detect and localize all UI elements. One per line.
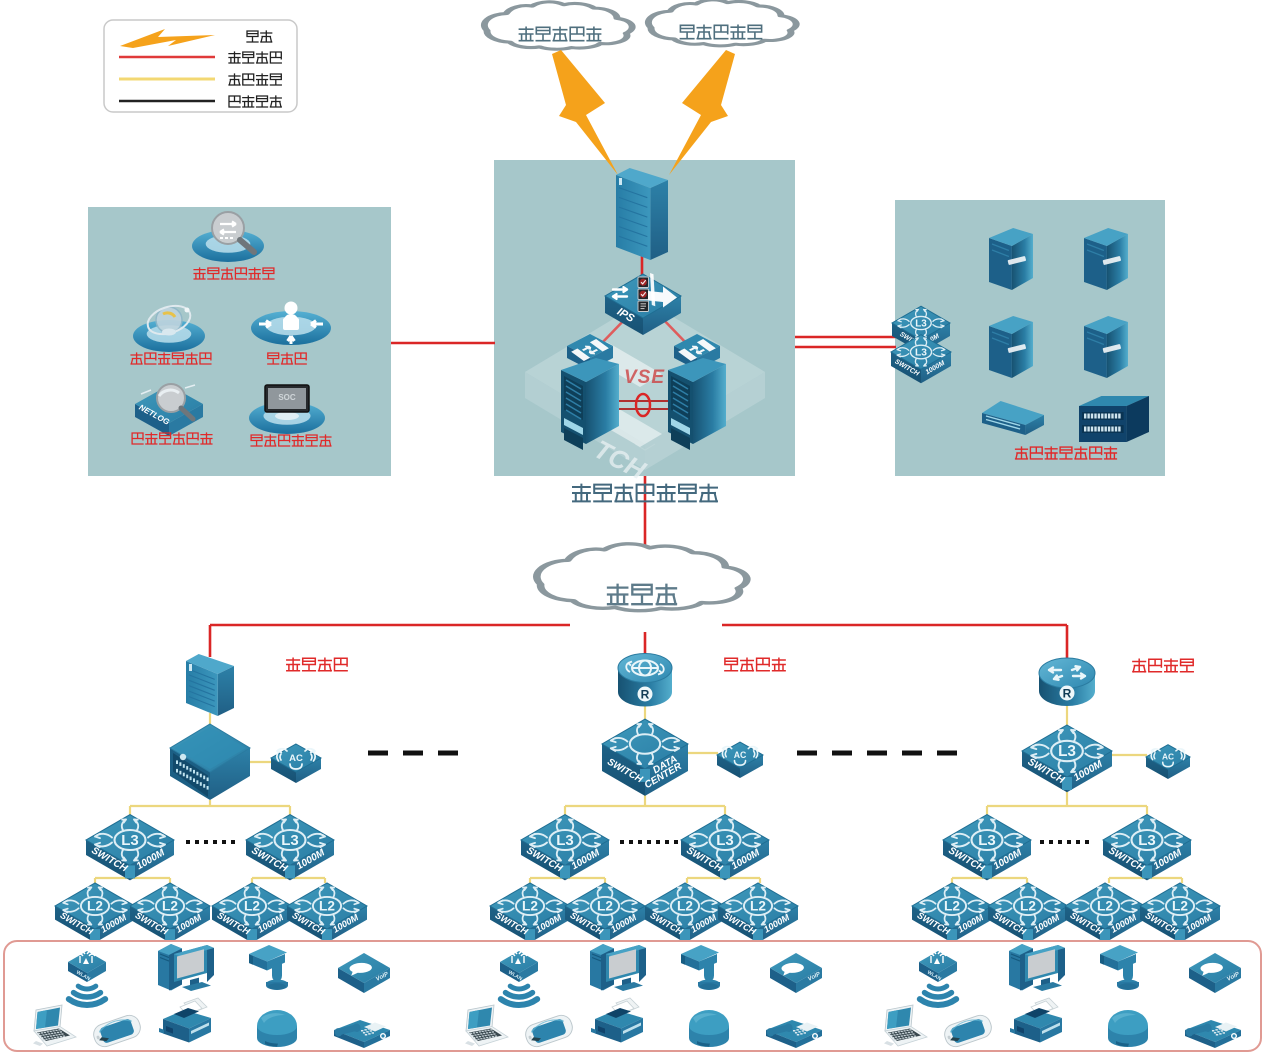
svg-text:L3: L3 bbox=[716, 832, 734, 849]
svg-text:L2: L2 bbox=[87, 899, 103, 914]
svg-text:L3: L3 bbox=[556, 832, 574, 849]
svg-text:L2: L2 bbox=[944, 899, 960, 914]
svg-text:AC: AC bbox=[734, 750, 747, 760]
svg-text:L2: L2 bbox=[244, 899, 260, 914]
svg-text:L3: L3 bbox=[281, 832, 299, 849]
svg-text:L2: L2 bbox=[750, 899, 766, 914]
svg-text:VSE: VSE bbox=[624, 367, 665, 388]
svg-text:L2: L2 bbox=[162, 899, 178, 914]
svg-text:SOC: SOC bbox=[278, 393, 296, 402]
svg-text:L2: L2 bbox=[677, 899, 693, 914]
svg-text:R: R bbox=[1063, 687, 1072, 701]
svg-text:L3: L3 bbox=[915, 347, 927, 358]
svg-text:AC: AC bbox=[289, 753, 303, 764]
svg-text:L2: L2 bbox=[522, 899, 538, 914]
svg-text:L2: L2 bbox=[597, 899, 613, 914]
svg-text:L2: L2 bbox=[1172, 899, 1188, 914]
svg-text:L3: L3 bbox=[1138, 832, 1156, 849]
svg-text:L2: L2 bbox=[319, 899, 335, 914]
svg-text:VoIP: VoIP bbox=[1226, 971, 1241, 983]
svg-text:R: R bbox=[641, 688, 650, 702]
svg-text:L3: L3 bbox=[1058, 743, 1076, 760]
svg-text:L2: L2 bbox=[1097, 899, 1113, 914]
svg-text:L2: L2 bbox=[1020, 899, 1036, 914]
svg-text:0M: 0M bbox=[929, 333, 941, 344]
svg-text:VoIP: VoIP bbox=[807, 971, 822, 983]
svg-text:VoIP: VoIP bbox=[375, 971, 390, 983]
svg-text:L3: L3 bbox=[978, 832, 996, 849]
svg-text:L3: L3 bbox=[121, 832, 139, 849]
svg-text:AC: AC bbox=[1162, 752, 1174, 762]
svg-text:L3: L3 bbox=[915, 318, 927, 329]
